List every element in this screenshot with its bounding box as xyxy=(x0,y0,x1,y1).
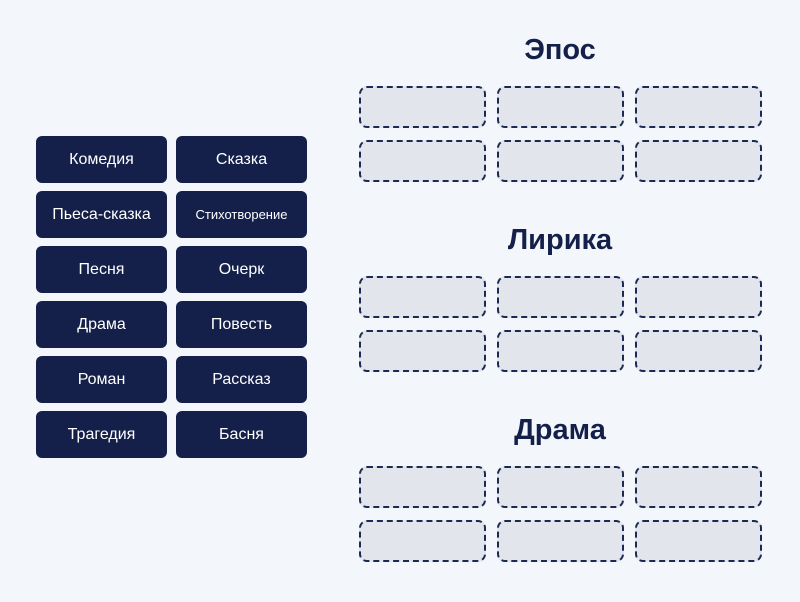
word-chip[interactable]: Очерк xyxy=(176,246,307,293)
drop-slot[interactable] xyxy=(358,520,486,562)
category-section-epos: Эпос xyxy=(348,32,772,182)
word-chip[interactable]: Пьеса-сказка xyxy=(36,191,167,238)
category-title: Лирика xyxy=(507,224,613,256)
category-section-drama: Драма xyxy=(348,412,772,562)
drop-slot[interactable] xyxy=(634,520,762,562)
word-chip[interactable]: Комедия xyxy=(36,136,167,183)
drop-slot[interactable] xyxy=(634,466,762,508)
category-section-lirika: Лирика xyxy=(348,222,772,372)
drop-slot[interactable] xyxy=(496,466,624,508)
drop-slot[interactable] xyxy=(634,86,762,128)
drop-slot[interactable] xyxy=(634,276,762,318)
slot-grid-drama xyxy=(358,466,762,562)
word-chip[interactable]: Повесть xyxy=(176,301,307,348)
drop-slot[interactable] xyxy=(358,276,486,318)
word-chip[interactable]: Трагедия xyxy=(36,411,167,458)
word-chip[interactable]: Роман xyxy=(36,356,167,403)
word-chip[interactable]: Басня xyxy=(176,411,307,458)
drop-slot[interactable] xyxy=(496,276,624,318)
word-chip[interactable]: Рассказ xyxy=(176,356,307,403)
category-title: Эпос xyxy=(524,34,596,66)
drop-slot[interactable] xyxy=(496,330,624,372)
category-title: Драма xyxy=(514,414,606,446)
word-chip[interactable]: Стихотворение xyxy=(176,191,307,238)
slot-grid-lirika xyxy=(358,276,762,372)
drop-slot[interactable] xyxy=(634,330,762,372)
drop-slot[interactable] xyxy=(358,140,486,182)
drop-slot[interactable] xyxy=(634,140,762,182)
drop-slot[interactable] xyxy=(358,466,486,508)
word-chip[interactable]: Драма xyxy=(36,301,167,348)
category-panel: Эпос Лирика Драма xyxy=(348,32,772,602)
drop-slot[interactable] xyxy=(496,86,624,128)
word-chip[interactable]: Сказка xyxy=(176,136,307,183)
drop-slot[interactable] xyxy=(358,86,486,128)
word-bank: Комедия Сказка Пьеса-сказка Стихотворени… xyxy=(36,136,307,458)
word-chip[interactable]: Песня xyxy=(36,246,167,293)
slot-grid-epos xyxy=(358,86,762,182)
drop-slot[interactable] xyxy=(496,140,624,182)
drop-slot[interactable] xyxy=(496,520,624,562)
drop-slot[interactable] xyxy=(358,330,486,372)
